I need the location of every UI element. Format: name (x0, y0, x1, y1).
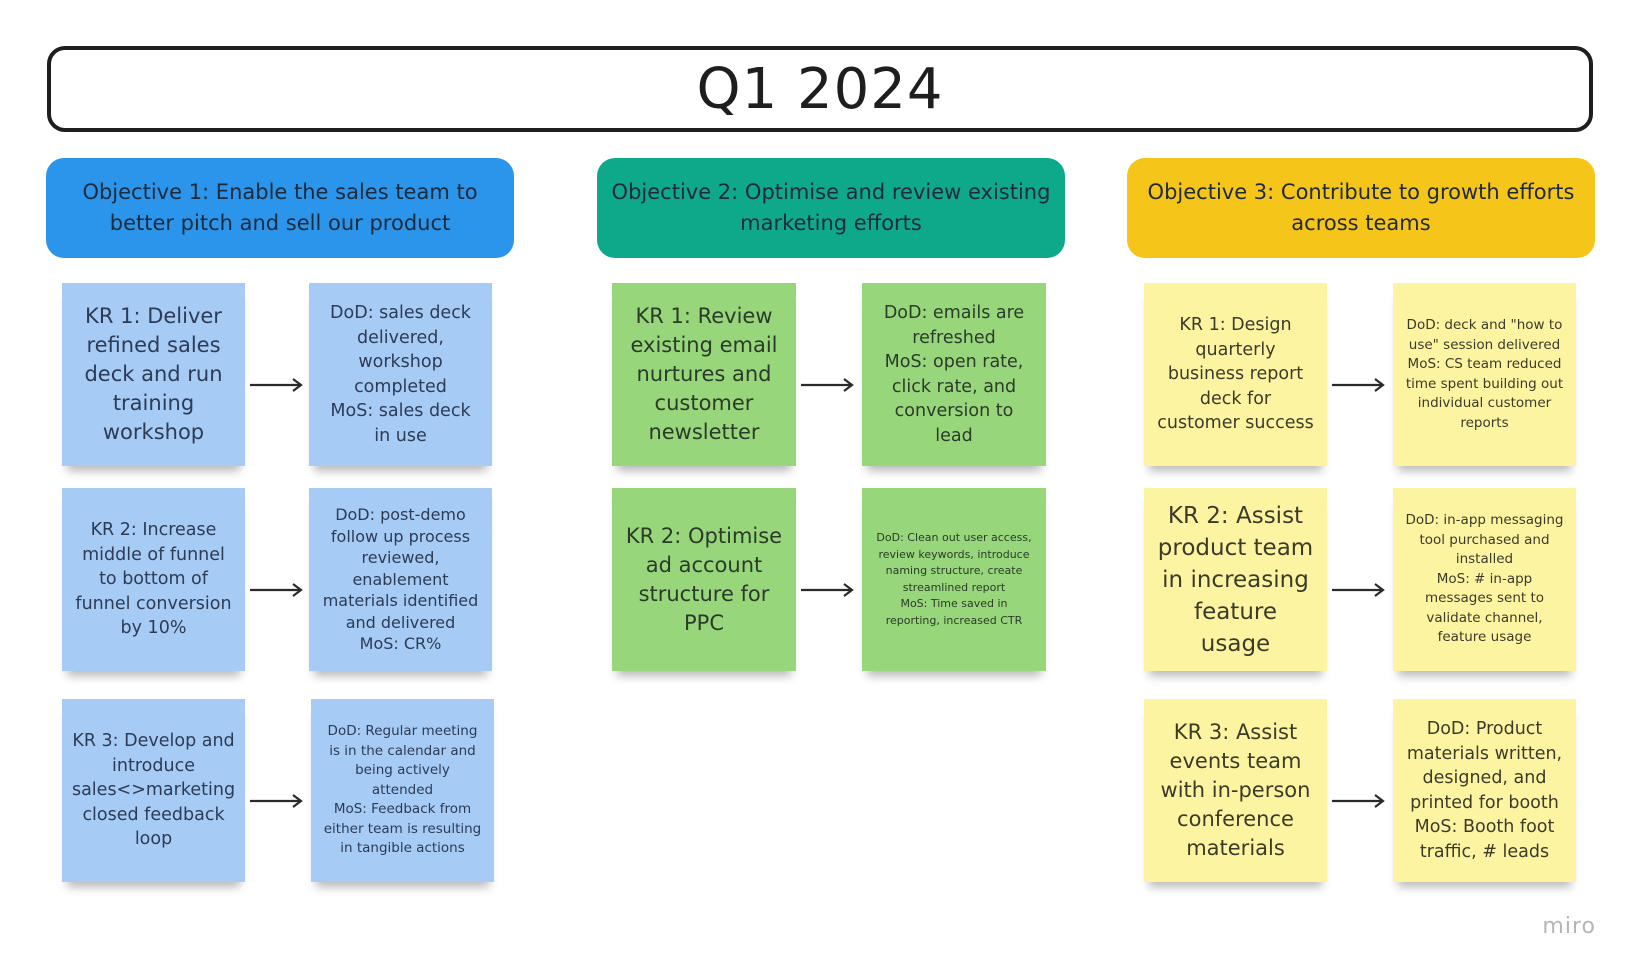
miro-logo: miro (1542, 914, 1596, 939)
sticky-text: DoD: in-app messaging tool purchased and… (1405, 512, 1564, 646)
sticky-text: KR 1: Review existing email nurtures and… (630, 304, 778, 444)
obj3-dod3-sticky[interactable]: DoD: Product materials written, designed… (1393, 699, 1576, 882)
arrow-right-icon[interactable] (1332, 582, 1388, 598)
obj3-kr1-sticky[interactable]: KR 1: Design quarterly business report d… (1144, 283, 1327, 466)
sticky-text: KR 3: Develop and introduce sales<>marke… (71, 731, 236, 850)
sticky-text: DoD: deck and "how to use" session deliv… (1405, 317, 1564, 431)
sticky-text: DoD: post-demo follow up process reviewe… (322, 505, 479, 654)
sticky-text: DoD: sales deck delivered, workshop comp… (330, 303, 471, 446)
obj1-kr3-sticky[interactable]: KR 3: Develop and introduce sales<>marke… (62, 699, 245, 882)
obj3-kr2-sticky[interactable]: KR 2: Assist product team in increasing … (1144, 488, 1327, 671)
obj2-kr2-sticky[interactable]: KR 2: Optimise ad account structure for … (612, 488, 796, 671)
sticky-text: KR 1: Deliver refined sales deck and run… (84, 304, 223, 444)
sticky-text: KR 2: Optimise ad account structure for … (625, 523, 783, 635)
obj1-kr2-sticky[interactable]: KR 2: Increase middle of funnel to botto… (62, 488, 245, 671)
sticky-text: DoD: Clean out user access, review keywo… (876, 531, 1032, 627)
sticky-text: KR 1: Design quarterly business report d… (1157, 315, 1314, 434)
sticky-text: DoD: Regular meeting is in the calendar … (323, 723, 482, 857)
arrow-right-icon[interactable] (801, 582, 857, 598)
obj2-dod2-sticky[interactable]: DoD: Clean out user access, review keywo… (862, 488, 1046, 671)
arrow-right-icon[interactable] (250, 377, 306, 393)
obj1-dod3-sticky[interactable]: DoD: Regular meeting is in the calendar … (311, 699, 494, 882)
arrow-right-icon[interactable] (801, 377, 857, 393)
obj1-dod1-sticky[interactable]: DoD: sales deck delivered, workshop comp… (309, 283, 492, 466)
sticky-text: DoD: Product materials written, designed… (1406, 719, 1563, 862)
sticky-text: KR 2: Increase middle of funnel to botto… (75, 520, 232, 639)
arrow-right-icon[interactable] (1332, 377, 1388, 393)
arrow-right-icon[interactable] (1332, 793, 1388, 809)
obj2-kr1-sticky[interactable]: KR 1: Review existing email nurtures and… (612, 283, 796, 466)
page-title: Q1 2024 (47, 46, 1593, 132)
obj3-dod1-sticky[interactable]: DoD: deck and "how to use" session deliv… (1393, 283, 1576, 466)
obj3-dod2-sticky[interactable]: DoD: in-app messaging tool purchased and… (1393, 488, 1576, 671)
sticky-text: KR 2: Assist product team in increasing … (1157, 502, 1314, 657)
objective-1-header[interactable]: Objective 1: Enable the sales team to be… (46, 158, 514, 258)
obj1-dod2-sticky[interactable]: DoD: post-demo follow up process reviewe… (309, 488, 492, 671)
arrow-right-icon[interactable] (250, 582, 306, 598)
objective-2-header[interactable]: Objective 2: Optimise and review existin… (597, 158, 1065, 258)
obj1-kr1-sticky[interactable]: KR 1: Deliver refined sales deck and run… (62, 283, 245, 466)
obj3-kr3-sticky[interactable]: KR 3: Assist events team with in-person … (1144, 699, 1327, 882)
arrow-right-icon[interactable] (250, 793, 306, 809)
objective-3-header[interactable]: Objective 3: Contribute to growth effort… (1127, 158, 1595, 258)
sticky-text: KR 3: Assist events team with in-person … (1160, 720, 1311, 860)
